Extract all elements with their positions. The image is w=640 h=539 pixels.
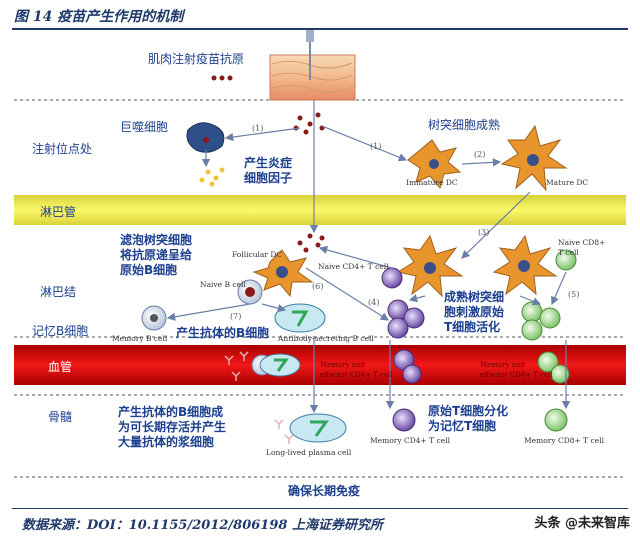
figure-title: 图 14 疫苗产生作用的机制 — [14, 9, 184, 25]
source-note: 数据来源：DOI：10.1155/2012/806198 上海证券研究所 — [22, 518, 383, 533]
label-macrophage: 巨噬细胞 — [120, 120, 169, 134]
step-6: (6) — [312, 282, 324, 291]
step-1-dc: (1) — [370, 142, 382, 151]
en-memory-cd4: Memory CD4+ T cell — [370, 436, 450, 445]
label-plasma-cell: 产生抗体的B细胞成 为可长期存活并产生 大量抗体的浆细胞 — [118, 405, 227, 449]
zone-injection-site: 注射位点处 — [32, 142, 93, 156]
step-2: (2) — [474, 150, 486, 159]
title-rule — [12, 28, 628, 30]
label-t-memory: 原始T细胞分化 为记忆T细胞 — [428, 404, 509, 433]
label-fdc-present: 滤泡树突细胞 将抗原递呈给 原始B细胞 — [120, 233, 193, 277]
en-antibody-secreting: Antibody-secreting B cell — [278, 334, 374, 343]
en-memory-effector-cd8: Memory and effector CD8+ T cell — [480, 361, 553, 379]
step-3: (3) — [478, 228, 490, 237]
step-4: (4) — [368, 298, 380, 307]
zone-blood: 血管 — [48, 360, 73, 374]
label-muscle-injection: 肌肉注射疫苗抗原 — [148, 52, 245, 66]
zone-memory-b: 记忆B细胞 — [32, 324, 89, 338]
label-antibody-b: 产生抗体的B细胞 — [176, 326, 270, 340]
step-5: (5) — [568, 290, 580, 299]
label-cytokines: 产生炎症 细胞因子 — [244, 156, 293, 185]
en-naive-b: Naive B cell — [200, 280, 246, 289]
zone-lymph-vessel: 淋巴管 — [40, 205, 77, 219]
en-memory-effector-cd4: Memory and effector CD4+ T cell — [320, 361, 393, 379]
en-follicular-dc: Follicular DC — [232, 250, 283, 259]
en-memory-b: Memory B cell — [112, 334, 168, 343]
en-naive-cd8: Naive CD8+ T cell — [558, 238, 606, 257]
zone-lymph-node: 淋巴结 — [40, 285, 77, 299]
step-1-macrophage: (1) — [252, 124, 264, 133]
label-mature-dc-activates: 成熟树突细 胞刺激原始 T细胞活化 — [444, 290, 505, 334]
footer-rule — [12, 508, 628, 509]
en-long-lived-plasma: Long-lived plasma cell — [266, 448, 352, 457]
zone-bone-marrow: 骨髓 — [48, 410, 73, 424]
en-immature-dc: Immature DC — [406, 178, 458, 187]
step-7: (7) — [230, 312, 242, 321]
en-memory-cd8: Memory CD8+ T cell — [524, 436, 604, 445]
en-mature-dc: Mature DC — [546, 178, 589, 187]
en-naive-cd4: Naive CD4+ T cell — [318, 262, 389, 271]
watermark: 头条 @未来智库 — [534, 516, 630, 531]
label-long-term-immunity: 确保长期免疫 — [288, 484, 361, 498]
label-dc-mature: 树突细胞成熟 — [428, 118, 501, 132]
